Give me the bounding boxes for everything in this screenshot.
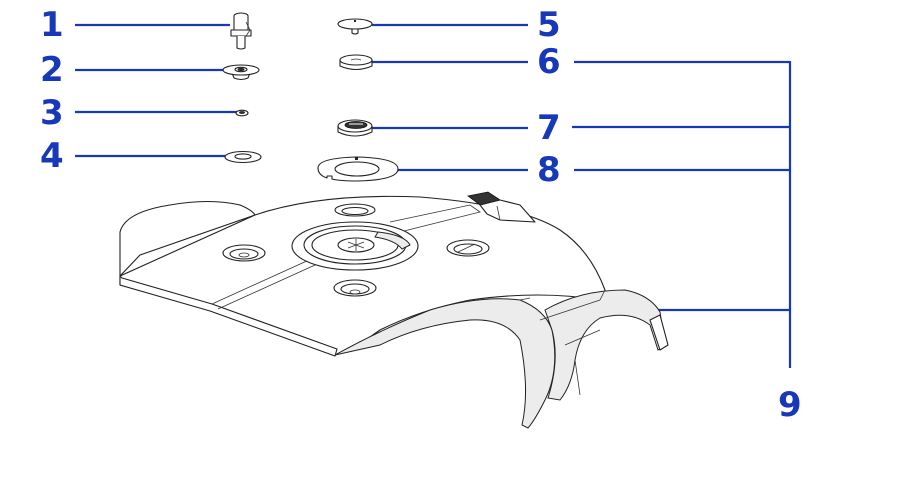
part-5-cap-pin — [337, 18, 373, 35]
callout-7: 7 — [537, 108, 561, 148]
screw-hole-left — [222, 244, 266, 262]
part-4-flat-washer — [224, 150, 262, 164]
callout-5: 5 — [537, 5, 561, 45]
part-3-small-washer — [235, 109, 249, 117]
part-7-dial-cap — [337, 119, 373, 137]
part-2-flanged-nut — [222, 64, 260, 81]
callout-9: 9 — [778, 385, 802, 425]
callout-4: 4 — [40, 136, 64, 176]
part-8-gasket-plate — [317, 156, 399, 182]
callout-8: 8 — [537, 150, 561, 190]
callout-1: 1 — [40, 5, 64, 45]
screw-hole-top — [334, 203, 376, 217]
screw-hole-front — [333, 279, 377, 297]
callout-2: 2 — [40, 50, 64, 90]
callout-3: 3 — [40, 93, 64, 133]
body-cover — [119, 191, 669, 429]
part-6-round-plug — [339, 54, 373, 71]
screw-hole-right — [446, 239, 490, 257]
callout-6: 6 — [537, 42, 561, 82]
part-1-knob-shaft — [230, 12, 252, 50]
leader-lines — [75, 23, 792, 368]
